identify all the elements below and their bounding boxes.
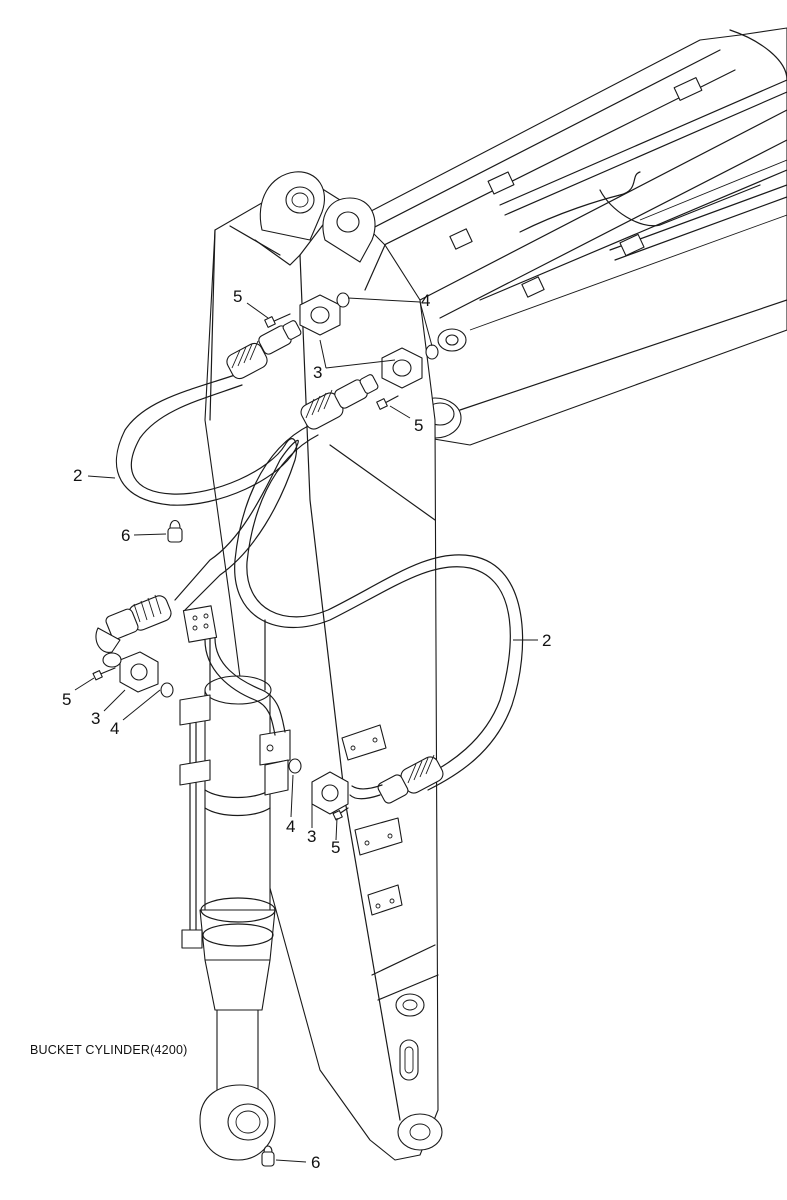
callout-2-left: 2 [73, 466, 82, 485]
leader-lines [74, 297, 538, 1163]
callout-5-mid: 5 [331, 838, 340, 857]
callout-5-left: 5 [62, 690, 71, 709]
callout-2-right: 2 [542, 631, 551, 650]
diagram-caption: BUCKET CYLINDER(4200) [30, 1043, 188, 1057]
callout-5-top: 5 [233, 287, 242, 306]
callout-6-bottom: 6 [311, 1153, 320, 1172]
callout-4-left: 4 [110, 719, 119, 738]
hose-long-loop [234, 374, 524, 804]
arm [204, 171, 443, 1161]
callout-5-right: 5 [414, 416, 423, 435]
callout-6-upper: 6 [121, 526, 130, 545]
callout-4-mid: 4 [286, 817, 295, 836]
bucket-cylinder [179, 605, 291, 1161]
hose-upper-loop [95, 320, 302, 653]
callout-3-left: 3 [91, 709, 100, 728]
callout-3-mid: 3 [307, 827, 316, 846]
fittings [92, 292, 439, 1167]
callout-3-top: 3 [313, 363, 322, 382]
callout-4-top: 4 [421, 291, 430, 310]
